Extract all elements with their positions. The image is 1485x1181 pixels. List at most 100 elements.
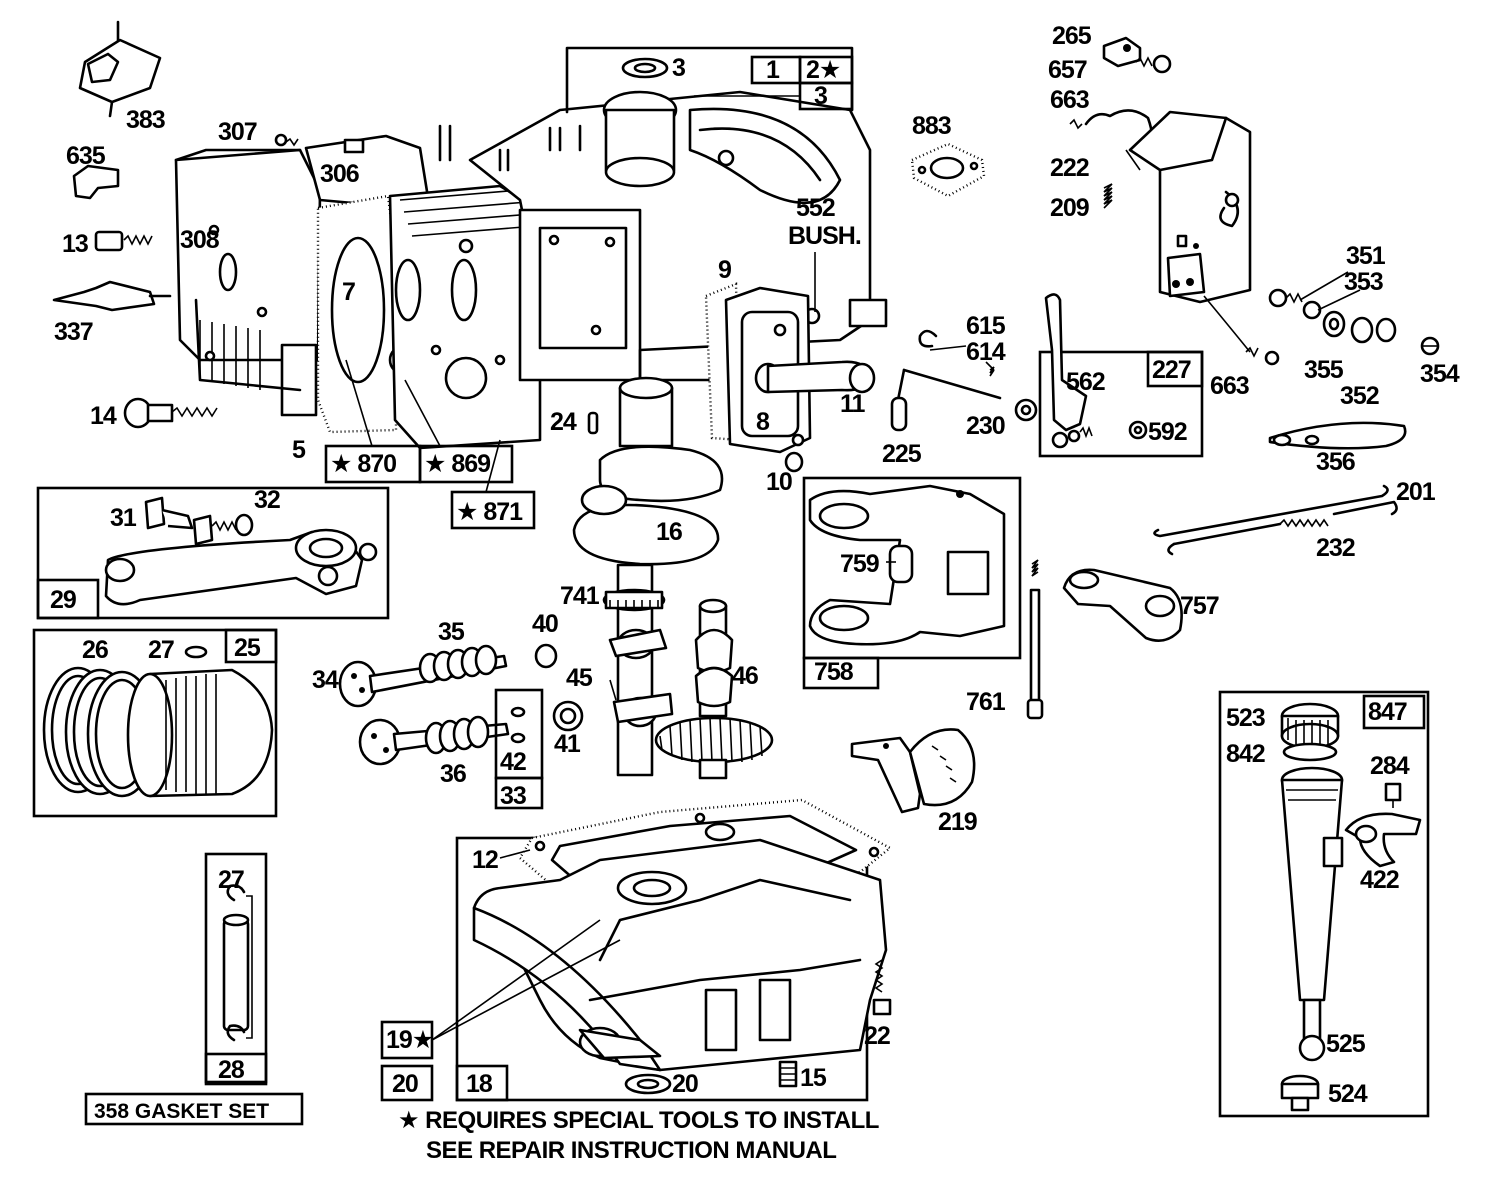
label-759: 759 — [840, 550, 879, 578]
footnote: ★ REQUIRES SPECIAL TOOLS TO INSTALL SEE … — [398, 1107, 879, 1164]
label-5: 5 — [292, 436, 306, 464]
part-22-screw — [872, 959, 892, 1016]
label-356: 356 — [1316, 448, 1355, 476]
label-869: ★ 869 — [424, 450, 490, 478]
label-box-18 — [455, 1064, 509, 1102]
part-36-spring — [424, 715, 490, 755]
part-27-clip — [184, 645, 208, 659]
label-219: 219 — [938, 808, 977, 836]
part-306-head-shield — [304, 134, 432, 212]
label-12: 12 — [472, 846, 498, 874]
part-25-box — [32, 628, 278, 818]
part-18-sump — [472, 822, 888, 1072]
part-10-screw — [784, 451, 804, 473]
part-337-spark-plug — [52, 280, 172, 312]
part-847-box — [1218, 690, 1430, 1118]
part-284-screw — [1384, 782, 1402, 808]
part-46-camshaft — [654, 598, 774, 780]
label-201: 201 — [1396, 478, 1436, 506]
part-42-keeper-b — [510, 732, 526, 744]
label-227: 227 — [1152, 356, 1191, 384]
label-27b: 27 — [218, 866, 244, 894]
part-29-box — [36, 486, 390, 620]
part-209-spring — [1103, 183, 1113, 209]
leader-871 — [485, 439, 501, 493]
label-18: 18 — [466, 1070, 493, 1098]
label-28: 28 — [218, 1056, 245, 1084]
part-7-head-gasket — [316, 194, 420, 434]
part-230-washer — [1014, 398, 1038, 422]
label-308: 308 — [180, 226, 220, 254]
label-19: 19★ — [386, 1026, 433, 1054]
part-422-bracket — [1344, 812, 1422, 868]
label-614: 614 — [966, 338, 1006, 366]
part-3-seal — [621, 57, 669, 79]
label-24: 24 — [550, 408, 577, 436]
label-36: 36 — [440, 760, 466, 788]
cylinder-block-fins — [388, 184, 542, 450]
label-871: ★ 871 — [456, 498, 523, 526]
label-307: 307 — [218, 118, 257, 146]
label-42: 42 — [500, 748, 526, 776]
part-20-seal-bottom — [624, 1073, 672, 1095]
label-354: 354 — [1420, 360, 1460, 388]
leader-45 — [609, 679, 617, 701]
label-8: 8 — [756, 408, 770, 436]
part-615-clip — [918, 329, 938, 348]
part-663-spring-lower — [1203, 295, 1280, 366]
part-40-seal — [534, 643, 558, 669]
label-22: 22 — [864, 1022, 890, 1050]
part-351-screw — [1268, 288, 1303, 308]
label-16: 16 — [656, 518, 682, 546]
part-42-keeper-a — [510, 706, 526, 718]
label-34: 34 — [312, 666, 339, 694]
label-14: 14 — [90, 402, 117, 430]
leader-614 — [985, 361, 995, 371]
label-284: 284 — [1370, 752, 1410, 780]
label-box-227 — [1146, 350, 1204, 388]
label-225: 225 — [882, 440, 922, 468]
part-222-control-bracket — [1128, 110, 1252, 304]
label-box-847 — [1362, 694, 1426, 730]
part-35-spring — [418, 644, 498, 684]
part-14-bolt — [123, 397, 218, 429]
label-351: 351 — [1346, 242, 1386, 270]
leader-353 — [1317, 289, 1361, 311]
part-758-box — [802, 476, 1022, 660]
part-219-governor — [850, 728, 976, 814]
label-265: 265 — [1052, 22, 1092, 50]
part-225-link — [890, 368, 1002, 432]
label-3b: 3 — [814, 82, 827, 110]
label-230: 230 — [966, 412, 1005, 440]
label-663a: 663 — [1050, 86, 1089, 114]
part-353-nut — [1375, 317, 1397, 343]
part-353-washer — [1302, 300, 1322, 320]
label-27a: 27 — [148, 636, 174, 664]
part-761-rod — [1026, 559, 1044, 720]
part-657-screw — [1135, 54, 1172, 74]
label-355: 355 — [1304, 356, 1344, 384]
label-7: 7 — [342, 278, 355, 306]
part-307-screw — [274, 133, 299, 147]
label-757: 757 — [1180, 592, 1219, 620]
label-bush: BUSH. — [788, 222, 861, 250]
label-842: 842 — [1226, 740, 1265, 768]
label-45: 45 — [566, 664, 593, 692]
label-box-758 — [802, 656, 880, 690]
label-20a: 20 — [392, 1070, 418, 1098]
label-25: 25 — [234, 634, 261, 662]
label-883: 883 — [912, 112, 951, 140]
part-13-plug — [94, 230, 153, 252]
label-870: ★ 870 — [330, 450, 396, 478]
part-758-governor-bracket — [808, 484, 1006, 646]
part-232-spring-link — [1167, 500, 1398, 556]
part-883-gasket — [910, 142, 986, 198]
label-31: 31 — [110, 504, 137, 532]
label-358-gasket-set: 358 GASKET SET — [94, 1100, 269, 1123]
part-523-cap — [1280, 702, 1340, 750]
part-227-box — [1038, 350, 1204, 458]
part-757-governor-crank — [1062, 568, 1183, 642]
part-383-coupling — [78, 20, 162, 118]
